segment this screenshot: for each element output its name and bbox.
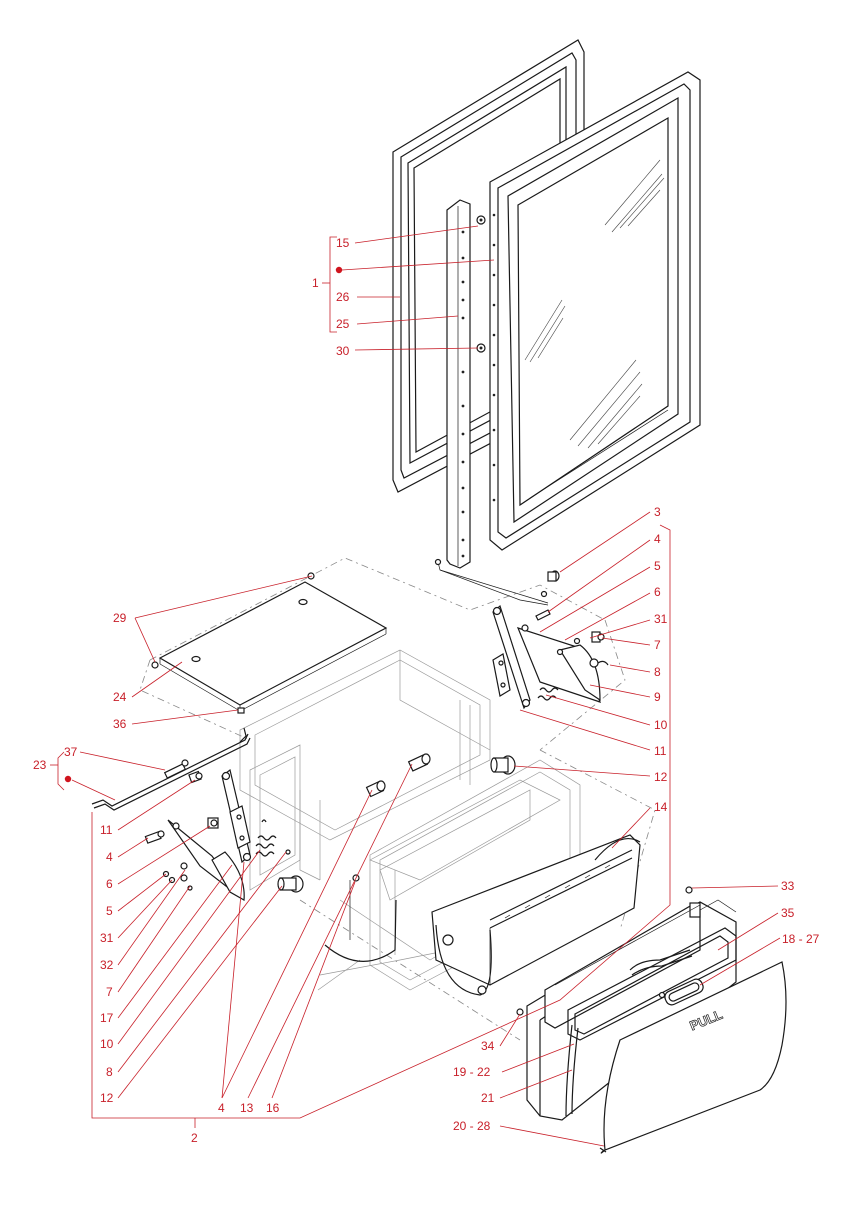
callout-6-left: 6 [106, 877, 113, 891]
leader-lines [50, 225, 781, 1147]
hinge-pin-upper [476, 215, 486, 225]
right-bolt-4 [535, 590, 551, 621]
right-pin-8 [589, 658, 609, 668]
callout-35: 35 [781, 906, 795, 920]
callout-4-left: 4 [106, 850, 113, 864]
callout-15: 15 [336, 236, 350, 250]
left-bushing-6 [207, 817, 219, 829]
right-latch-block [492, 653, 511, 697]
left-bolt-4 [144, 830, 165, 844]
callout-24: 24 [113, 690, 127, 704]
rod-23 [91, 727, 251, 811]
callout-18-27: 18 - 27 [782, 932, 820, 946]
callout-5-left: 5 [106, 904, 113, 918]
assembly-markers [64, 266, 343, 783]
top-plate [151, 572, 388, 714]
hinge-strip-holes [461, 230, 465, 558]
left-small-parts [162, 862, 193, 891]
left-bushing-12 [277, 875, 304, 893]
flap-bucket [431, 834, 641, 996]
bucket-slots [504, 864, 611, 919]
callout-4-bottom: 4 [218, 1101, 225, 1115]
callout-1: 1 [312, 276, 319, 290]
glass-door [489, 71, 701, 551]
right-cam-plate [516, 624, 601, 703]
callout-21: 21 [481, 1091, 495, 1105]
callout-11-right: 11 [654, 744, 667, 758]
left-spring [255, 819, 277, 857]
lower-door-gasket [565, 927, 737, 1117]
callout-5-right: 5 [654, 559, 661, 573]
right-spring-10 [537, 687, 559, 701]
callout-20-28: 20 - 28 [453, 1119, 491, 1133]
hinge-strip [446, 199, 486, 569]
right-linkage [434, 558, 609, 775]
callout-4-right: 4 [654, 532, 661, 546]
left-linkage [91, 727, 431, 901]
callout-26: 26 [336, 290, 350, 304]
callout-3: 3 [654, 505, 661, 519]
callout-29: 29 [113, 611, 127, 625]
callout-36: 36 [113, 717, 127, 731]
callout-8-right: 8 [654, 665, 661, 679]
left-pin-8 [285, 849, 291, 855]
callout-16: 16 [266, 1101, 280, 1115]
callout-7-right: 7 [654, 638, 661, 652]
callout-7-left: 7 [106, 985, 113, 999]
callout-13: 13 [240, 1101, 254, 1115]
callout-labels: 15 1 26 25 30 3 4 5 6 31 7 8 9 10 11 12 … [33, 236, 820, 1145]
right-lever-arm [492, 604, 531, 710]
dash-dot-guide-lines [139, 557, 656, 1041]
callout-9: 9 [654, 690, 661, 704]
bolt-13 [365, 780, 386, 798]
left-latch-block [229, 805, 251, 849]
callout-30: 30 [336, 344, 350, 358]
lower-door-cover: PULL [599, 961, 787, 1154]
left-cam-plate [167, 819, 245, 901]
assembly-dot-1 [335, 266, 343, 274]
callout-25: 25 [336, 317, 350, 331]
right-bushing-3 [547, 570, 560, 582]
callout-17: 17 [100, 1011, 114, 1025]
callout-12-left: 12 [100, 1091, 114, 1105]
bushing-16 [407, 753, 431, 772]
callout-34: 34 [481, 1039, 495, 1053]
callout-8-left: 8 [106, 1065, 113, 1079]
callout-37: 37 [64, 745, 78, 759]
callout-10-right: 10 [654, 718, 668, 732]
callout-2: 2 [191, 1131, 198, 1145]
callout-31-right: 31 [654, 612, 668, 626]
flap-curve-left [324, 874, 397, 962]
callout-32: 32 [100, 958, 114, 972]
door-frame-screw-holes [492, 213, 496, 502]
callout-6-right: 6 [654, 585, 661, 599]
callout-31-left: 31 [100, 931, 114, 945]
callout-19-22: 19 - 22 [453, 1065, 491, 1079]
right-nut-31 [573, 637, 581, 645]
right-bushing-12 [490, 755, 516, 775]
callout-23: 23 [33, 758, 47, 772]
callout-11-left: 11 [100, 823, 113, 837]
callout-33: 33 [781, 879, 795, 893]
callout-12-right: 12 [654, 770, 668, 784]
callout-10-left: 10 [100, 1037, 114, 1051]
lower-door-panel [516, 886, 737, 1121]
assembly-dot-23 [64, 775, 72, 783]
glass-reflection-hatch [524, 159, 665, 449]
hinge-pin-lower [476, 343, 486, 353]
left-bolt-top [188, 770, 203, 784]
callout-14: 14 [654, 800, 668, 814]
